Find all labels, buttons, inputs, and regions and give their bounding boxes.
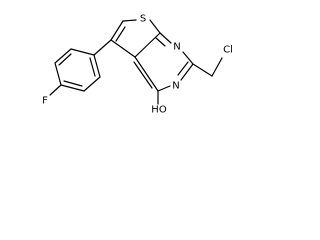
bond-ph3 [54,62,62,86]
bond-c5-c6 [110,20,124,41]
bond-ch2-cl [211,57,223,77]
bond-c6-s [122,19,137,22]
bond-c2-n3 [180,63,194,81]
bond-c2-ch2 [192,63,213,77]
bond-c5-c6-double [115,26,126,42]
bond-c7a-c4a [134,32,161,58]
atom-label-nitrogen-3: N [172,81,179,92]
atom-label-sulfur: S [140,14,146,25]
bond-ph2 [54,48,72,64]
bond-ph4-double [63,80,83,87]
bond-ph6 [93,54,101,78]
bond-ph5 [83,76,101,92]
atom-label-chlorine: Cl [223,45,233,56]
bond-c7a-n1-double [155,37,166,47]
structure-diagram: S N N Cl F HO [42,14,233,116]
bond-ph1 [70,48,95,56]
bond-n1-c2 [182,51,194,65]
atom-label-hydroxyl: HO [151,105,167,116]
bond-s-c7a [149,19,161,34]
bond-c-f [49,84,62,96]
bond-ph2-double [58,53,72,66]
bond-c2-n3-double [177,61,189,76]
bond-ph6-double [89,57,96,77]
bond-c4-c4a [134,56,159,92]
bonds [49,19,223,105]
bond-c7a-n1 [159,32,172,44]
bond-ph4 [60,84,85,92]
bond-c4-c4a-double [133,61,153,89]
atom-label-nitrogen-1: N [173,42,180,53]
bond-n3-c4 [157,85,171,92]
atom-label-fluorine: F [42,96,48,107]
bond-c5-aryl [93,39,112,56]
bond-c4a-c5 [110,39,136,58]
atom-labels: S N N Cl F HO [42,14,233,116]
